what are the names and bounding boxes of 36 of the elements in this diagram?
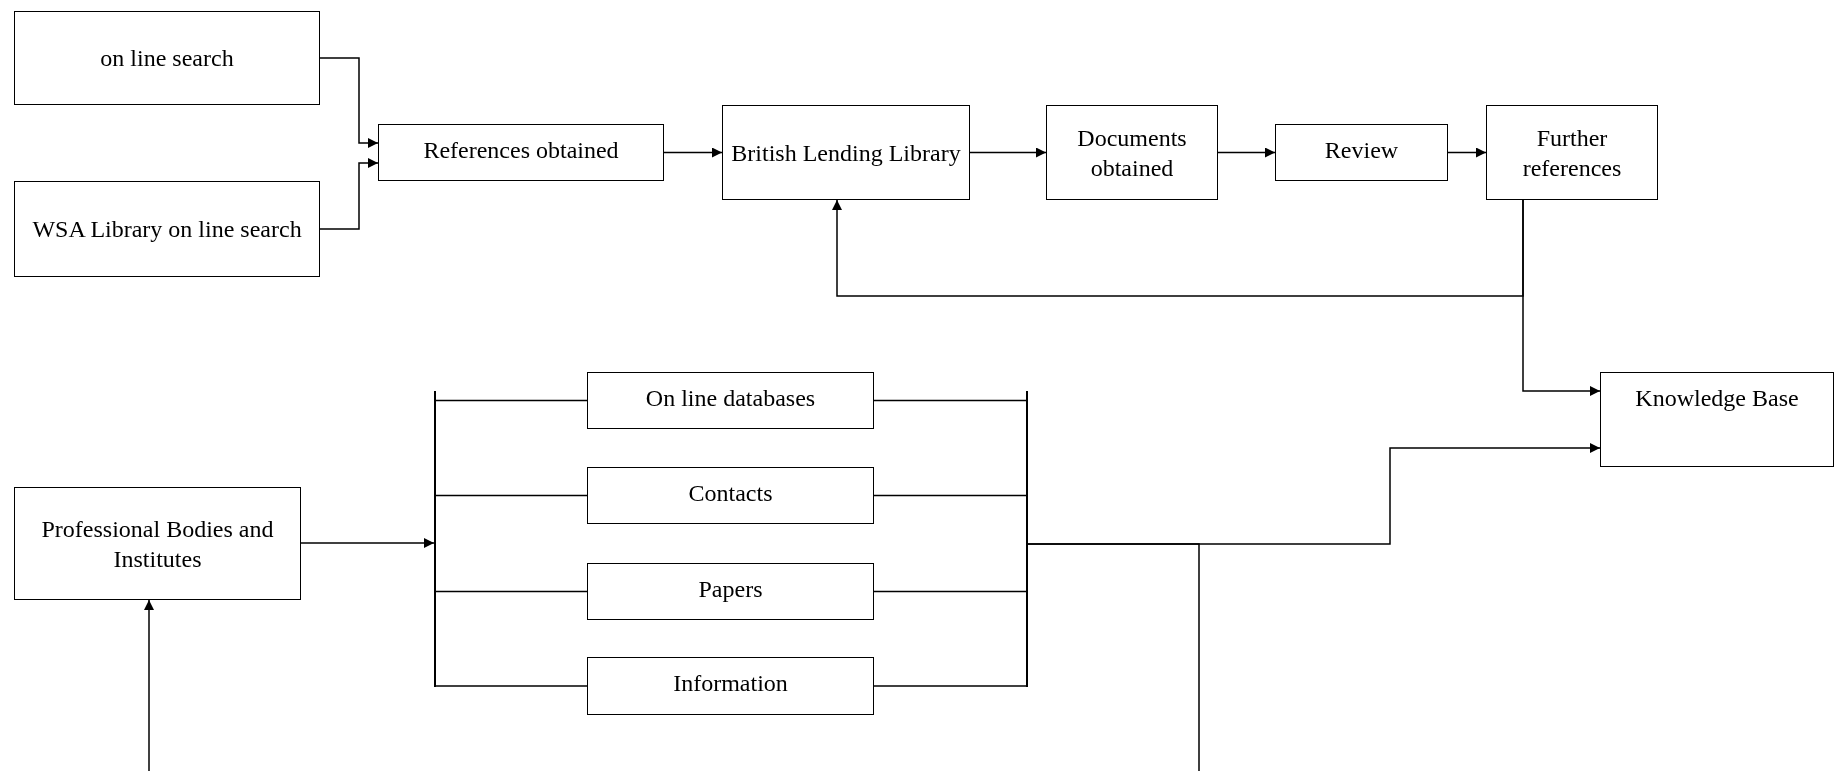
process-box [587,467,874,524]
process-box [1600,372,1834,467]
box-label: References obtained [423,136,619,165]
connector-arrow [300,538,435,548]
box-label: Professional Bodies and Institutes [40,514,275,574]
box-label: on line search [100,44,234,73]
process-box [587,372,874,429]
box-label: Papers [698,575,763,604]
connector-arrow [969,147,1047,158]
box-label: Knowledge Base [1635,384,1799,413]
process-box [722,105,970,200]
process-box [378,124,664,181]
process-box [14,487,301,600]
box-label: British Lending Library [731,138,961,168]
connector-arrow [319,57,379,148]
connector-arrow [1217,147,1276,158]
box-label: Review [1324,136,1399,165]
box-label: WSA Library on line search [32,215,302,244]
connector-arrow [1447,147,1487,158]
connector-arrow [319,158,379,230]
box-label: Further references [1521,123,1623,183]
process-box [14,11,320,105]
box-label: Contacts [688,479,773,508]
box-label: On line databases [645,384,816,413]
box-label: Information [673,669,788,698]
connector-arrow [144,599,154,771]
connector-arrow [832,199,1524,297]
process-box [1046,105,1218,200]
box-label: Documents obtained [1076,123,1188,183]
process-box [587,563,874,620]
process-box [14,181,320,277]
process-box [587,657,874,715]
connector-arrow [663,147,723,158]
process-box [1486,105,1658,200]
process-box [1275,124,1448,181]
connector-arrow [1522,199,1601,396]
